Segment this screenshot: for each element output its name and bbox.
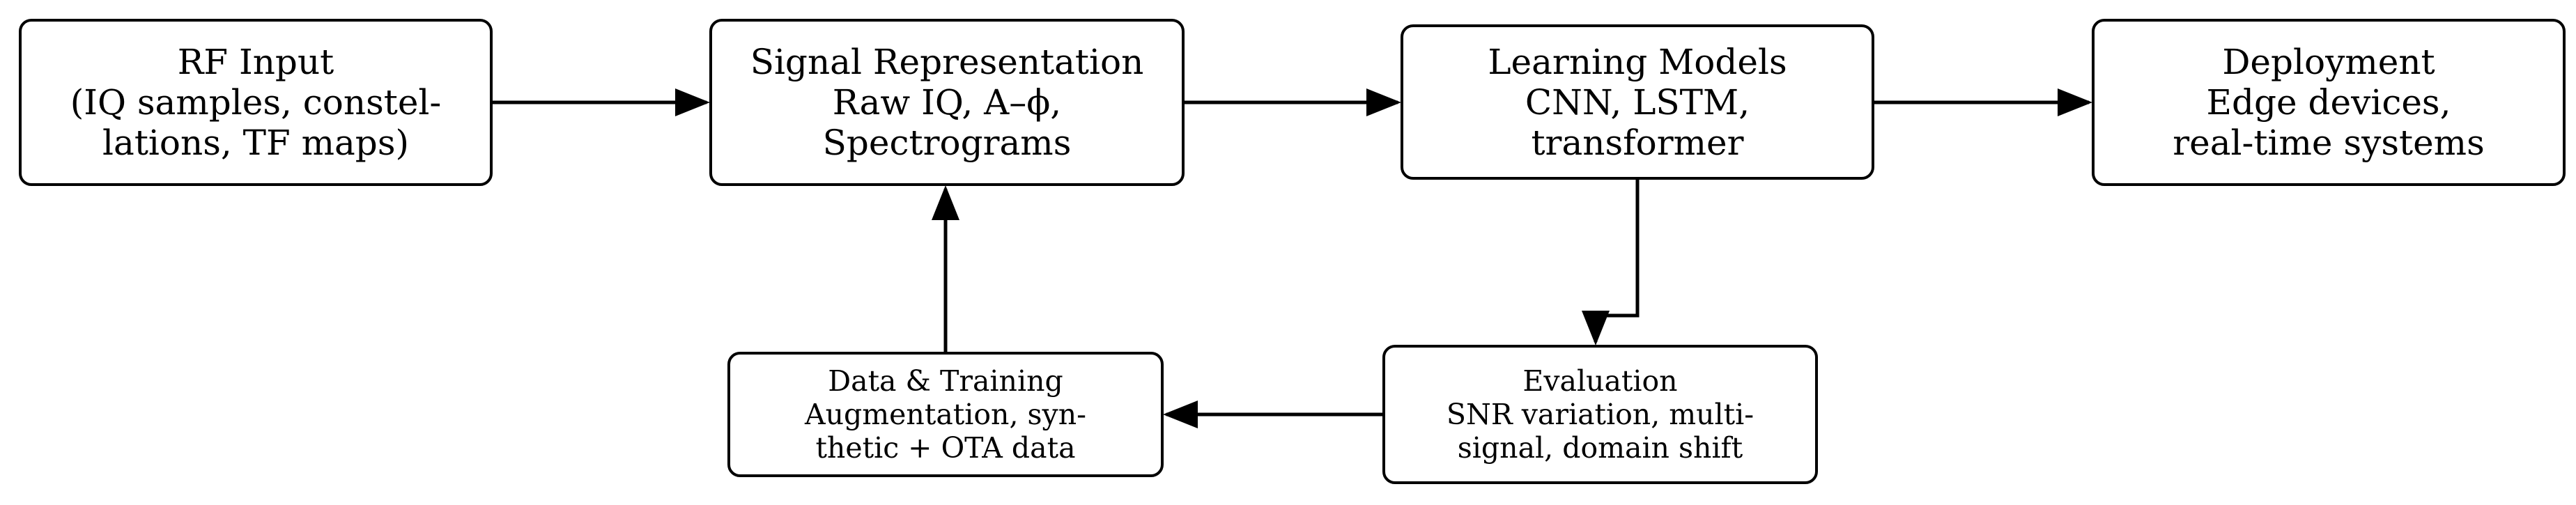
signal-representation-line-1: Raw IQ, A–ϕ,	[832, 82, 1062, 123]
rf-input-title: RF Input	[177, 42, 334, 82]
deployment-line-2: real-time systems	[2173, 123, 2485, 163]
signal-representation-line-2: Spectrograms	[822, 123, 1072, 163]
learning-models-line-1: CNN, LSTM,	[1525, 81, 1750, 123]
signal-representation-node: Signal Representation Raw IQ, A–ϕ, Spect…	[709, 19, 1185, 186]
rf-input-line-2: lations, TF maps)	[102, 123, 409, 163]
rf-input-line-1: (IQ samples, constel-	[70, 82, 442, 123]
evaluation-node: Evaluation SNR variation, multi- signal,…	[1382, 345, 1818, 484]
learning-models-line-2: transformer	[1531, 122, 1744, 163]
learning-models-node: Learning Models CNN, LSTM, transformer	[1401, 24, 1874, 180]
data-training-line-2: thetic + OTA data	[815, 431, 1076, 465]
evaluation-line-1: SNR variation, multi-	[1446, 398, 1754, 431]
deployment-node: Deployment Edge devices, real-time syste…	[2092, 19, 2566, 186]
evaluation-title: Evaluation	[1522, 364, 1678, 398]
data-training-node: Data & Training Augmentation, syn- theti…	[727, 352, 1164, 477]
signal-representation-title: Signal Representation	[750, 42, 1144, 82]
rf-input-node: RF Input (IQ samples, constel- lations, …	[19, 19, 493, 186]
data-training-title: Data & Training	[828, 364, 1063, 398]
deployment-title: Deployment	[2222, 42, 2435, 82]
deployment-line-1: Edge devices,	[2206, 82, 2451, 123]
arrow-learning-models-to-evaluation	[1582, 180, 1640, 345]
learning-models-title: Learning Models	[1488, 41, 1787, 82]
evaluation-line-2: signal, domain shift	[1457, 431, 1743, 465]
data-training-line-1: Augmentation, syn-	[805, 398, 1086, 431]
